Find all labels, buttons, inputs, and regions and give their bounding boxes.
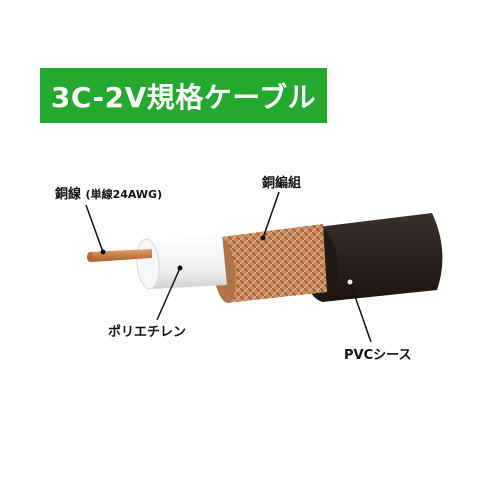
copper-braid bbox=[212, 224, 327, 303]
leader-polyethylene bbox=[156, 267, 181, 321]
label-copper-wire: 銅線 (単線24AWG) bbox=[55, 183, 162, 202]
polyethylene-insulation bbox=[136, 234, 227, 290]
leader-dot-polyethylene bbox=[177, 265, 183, 271]
leader-pvc-sheath bbox=[349, 281, 372, 343]
title-text: 3C-2V規格ケーブル bbox=[50, 80, 317, 114]
label-copper-braid: 銅編組 bbox=[262, 176, 302, 191]
leader-copper-braid bbox=[262, 191, 280, 239]
label-polyethylene: ポリエチレン bbox=[108, 325, 187, 340]
label-copper-wire-text: 銅線 bbox=[55, 187, 82, 202]
title-banner: 3C-2V規格ケーブル bbox=[40, 68, 327, 123]
leader-dot-pvc-sheath bbox=[347, 279, 353, 285]
label-copper-wire-note: (単線24AWG) bbox=[85, 188, 163, 201]
leader-dot-copper-braid bbox=[260, 235, 266, 241]
copper-conductor bbox=[87, 249, 152, 262]
leader-copper-wire bbox=[85, 204, 104, 253]
leader-dot-copper-wire bbox=[100, 249, 106, 255]
label-pvc-sheath: PVCシース bbox=[344, 348, 412, 363]
